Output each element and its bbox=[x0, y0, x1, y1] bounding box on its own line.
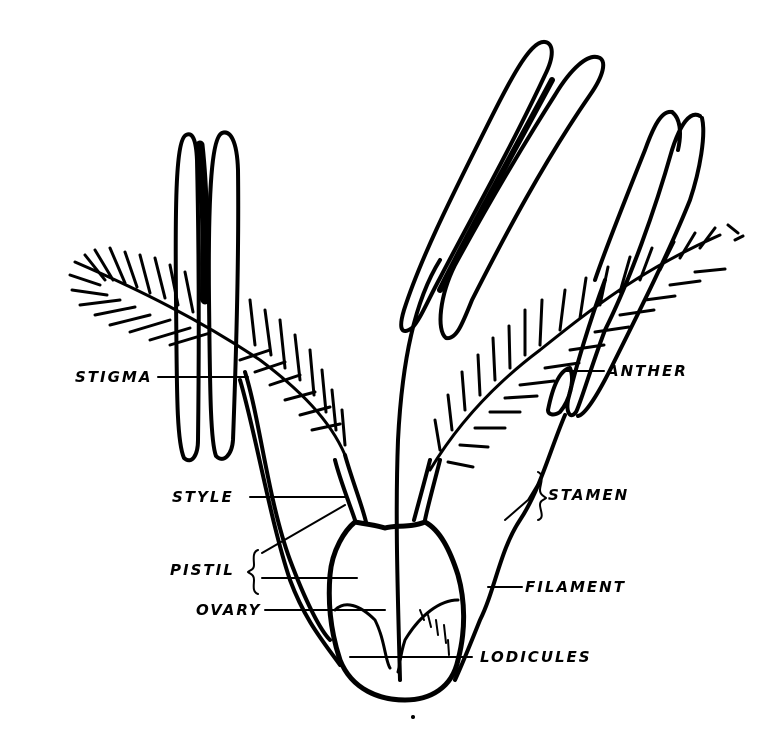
label-filament: FILAMENT bbox=[525, 578, 626, 596]
label-stamen: STAMEN bbox=[548, 486, 630, 504]
stamen-brace bbox=[537, 471, 547, 521]
pistil-brace bbox=[247, 549, 259, 595]
styles bbox=[333, 453, 442, 524]
right-anther bbox=[546, 109, 706, 418]
stray-dot bbox=[411, 715, 415, 719]
left-filament bbox=[238, 378, 342, 667]
label-pistil: PISTIL bbox=[170, 561, 235, 579]
left-anther bbox=[173, 130, 241, 463]
right-filament bbox=[453, 413, 567, 682]
label-anther: ANTHER bbox=[607, 362, 688, 380]
leader-lines bbox=[157, 370, 605, 658]
label-lodicules: LODICULES bbox=[480, 648, 592, 666]
center-anther bbox=[399, 40, 606, 341]
label-style: STYLE bbox=[172, 488, 234, 506]
label-stigma: STIGMA bbox=[75, 368, 153, 386]
label-ovary: OVARY bbox=[196, 601, 262, 619]
right-stigma bbox=[428, 223, 745, 472]
central-stalk bbox=[394, 258, 442, 682]
left-stigma bbox=[68, 246, 347, 642]
